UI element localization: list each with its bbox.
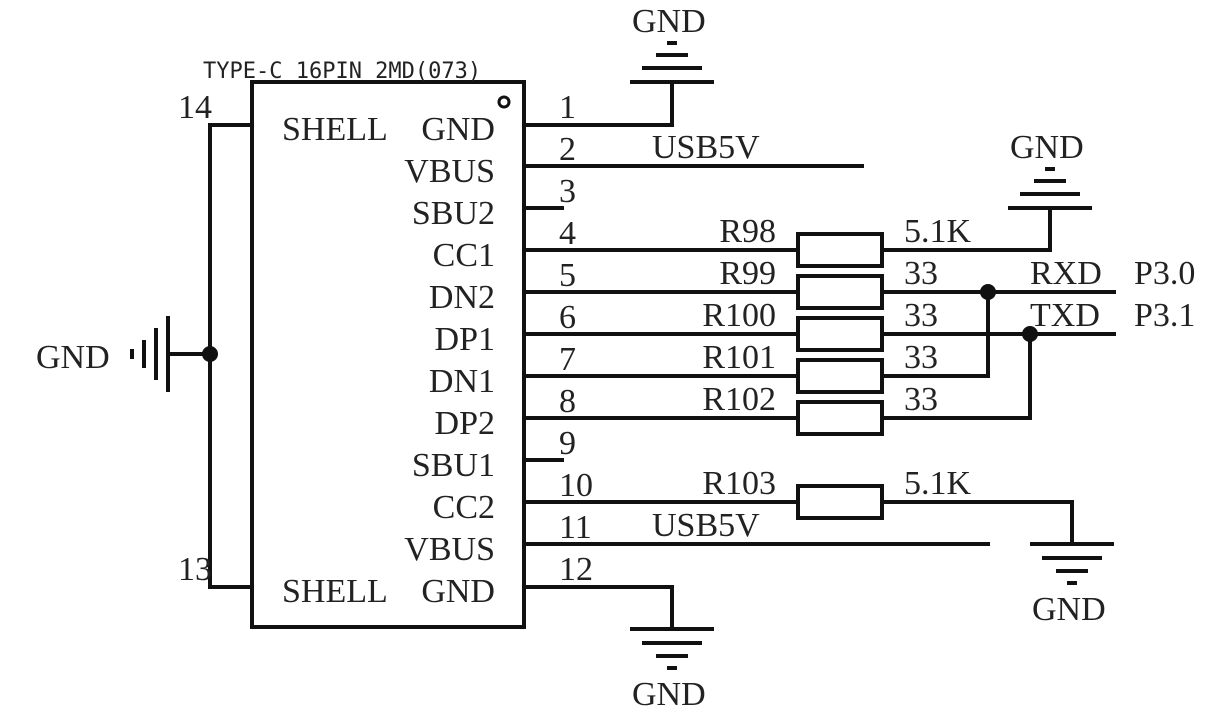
pin-name: GND: [421, 573, 495, 610]
pin-name-list: GND VBUS SBU2 CC1 DN2 DP1 DN1 DP2 SBU1 C…: [404, 111, 495, 610]
shell-top-label: SHELL: [282, 111, 388, 148]
part-label: TYPE-C 16PIN 2MD(073): [203, 59, 481, 84]
pin-name: DP2: [435, 405, 495, 442]
rxd-net-label: RXD: [1030, 255, 1102, 292]
bottom-gnd-symbol: [630, 627, 714, 670]
left-gnd-label: GND: [36, 339, 110, 376]
pin-number-list: 1 2 3 4 5 6 7 8 9 10 11 12: [559, 89, 593, 588]
cc2-gnd-label: GND: [1032, 591, 1106, 628]
r102-value: 33: [904, 381, 938, 418]
resistor-r98: [796, 232, 884, 268]
r101-ref: R101: [702, 339, 776, 376]
pin-name: SBU2: [412, 195, 495, 232]
p30-label: P3.0: [1134, 255, 1195, 292]
pin-number: 12: [559, 551, 593, 588]
top-gnd-label: GND: [632, 3, 706, 40]
resistor-r102: [796, 400, 884, 436]
txd-junction: [1022, 326, 1038, 342]
pin-number: 10: [559, 467, 593, 504]
r99-value: 33: [904, 255, 938, 292]
p31-label: P3.1: [1134, 297, 1195, 334]
shell-bottom-pin-number: 13: [178, 551, 212, 588]
pin-name: VBUS: [404, 531, 495, 568]
r98-value: 5.1K: [904, 213, 972, 250]
pin-name: DN2: [429, 279, 495, 316]
pin-name: GND: [421, 111, 495, 148]
r101-value: 33: [904, 339, 938, 376]
pin-name: DN1: [429, 363, 495, 400]
pin-number: 9: [559, 425, 576, 462]
usb5v-net-label-top: USB5V: [652, 129, 760, 166]
r100-value: 33: [904, 297, 938, 334]
pin-name: VBUS: [404, 153, 495, 190]
resistor-r101: [796, 358, 884, 394]
pin-number: 2: [559, 131, 576, 168]
pin-number: 5: [559, 257, 576, 294]
top-gnd-symbol: [630, 41, 714, 84]
pin1-marker: [497, 95, 511, 109]
resistor-r99: [796, 274, 884, 310]
shell-bottom-label: SHELL: [282, 573, 388, 610]
cc1-gnd-label: GND: [1010, 129, 1084, 166]
pin-number: 1: [559, 89, 576, 126]
pin-number: 6: [559, 299, 576, 336]
r100-ref: R100: [702, 297, 776, 334]
pin-number: 11: [559, 509, 592, 546]
pin-name: CC2: [433, 489, 495, 526]
r98-ref: R98: [719, 213, 776, 250]
usb5v-net-label-bottom: USB5V: [652, 507, 760, 544]
usb-c-connector-body: [250, 80, 526, 629]
txd-net-label: TXD: [1030, 297, 1100, 334]
pin-number: 7: [559, 341, 576, 378]
bottom-gnd-label: GND: [632, 676, 706, 713]
pin-number: 8: [559, 383, 576, 420]
rxd-junction: [980, 284, 996, 300]
pin-name: DP1: [435, 321, 495, 358]
cc2-gnd-symbol: [1030, 542, 1114, 585]
pin-name: SBU1: [412, 447, 495, 484]
cc1-gnd-symbol: [1008, 167, 1092, 210]
pin-name: CC1: [433, 237, 495, 274]
left-gnd-symbol: [130, 316, 170, 392]
r103-value: 5.1K: [904, 465, 972, 502]
resistor-r100: [796, 316, 884, 352]
resistor-r103: [796, 484, 884, 520]
r99-ref: R99: [719, 255, 776, 292]
pin-number: 4: [559, 215, 576, 252]
r102-ref: R102: [702, 381, 776, 418]
r103-ref: R103: [702, 465, 776, 502]
shell-top-pin-number: 14: [178, 89, 212, 126]
pin-number: 3: [559, 173, 576, 210]
